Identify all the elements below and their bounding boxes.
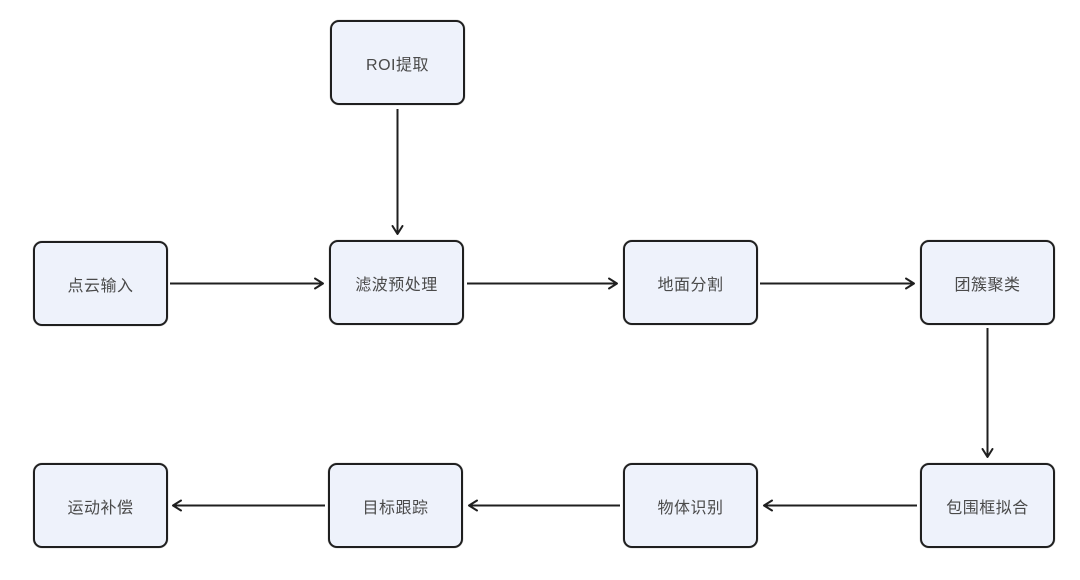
node-label: 包围框拟合 bbox=[946, 499, 1029, 517]
node-bounding-box-fitting: 包围框拟合 bbox=[920, 463, 1055, 548]
node-filter-preprocessing: 滤波预处理 bbox=[329, 240, 464, 325]
node-motion-compensation: 运动补偿 bbox=[33, 463, 168, 548]
node-label: ROI提取 bbox=[366, 56, 429, 74]
node-ground-segmentation: 地面分割 bbox=[623, 240, 758, 325]
node-target-tracking: 目标跟踪 bbox=[328, 463, 463, 548]
node-label: 物体识别 bbox=[657, 499, 724, 517]
node-cluster-clustering: 团簇聚类 bbox=[920, 240, 1055, 325]
node-label: 目标跟踪 bbox=[362, 499, 429, 517]
node-object-recognition: 物体识别 bbox=[623, 463, 758, 548]
node-label: 地面分割 bbox=[657, 276, 724, 294]
node-roi-extraction: ROI提取 bbox=[330, 20, 465, 105]
node-label: 点云输入 bbox=[67, 277, 134, 295]
node-label: 团簇聚类 bbox=[954, 276, 1021, 294]
node-label: 滤波预处理 bbox=[355, 276, 438, 294]
node-label: 运动补偿 bbox=[67, 499, 134, 517]
node-point-cloud-input: 点云输入 bbox=[33, 241, 168, 326]
